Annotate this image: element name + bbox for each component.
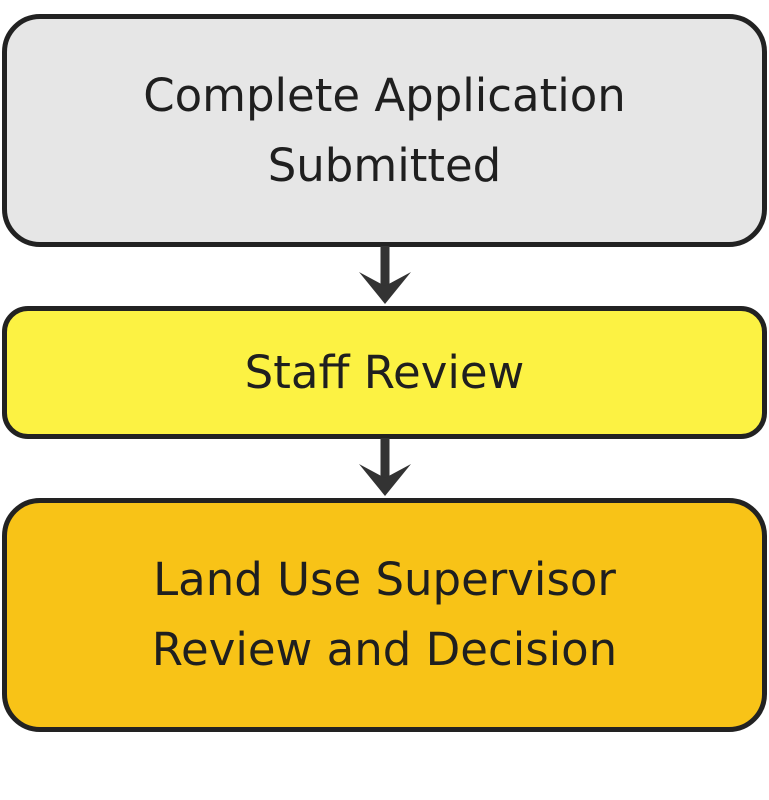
down-arrow-icon [359, 438, 411, 496]
down-arrow-icon [359, 246, 411, 304]
step-label: Staff Review [245, 338, 525, 408]
step-staff-review: Staff Review [2, 306, 767, 439]
step-complete-application-submitted: Complete Application Submitted [2, 14, 767, 247]
step-label-line: Complete Application [143, 68, 626, 122]
step-land-use-supervisor-review-and-decision: Land Use Supervisor Review and Decision [2, 498, 767, 732]
step-label-line: Land Use Supervisor [153, 553, 616, 606]
step-label-line: Staff Review [244, 345, 525, 399]
step-label-line: Submitted [267, 138, 502, 192]
step-label-line: Review and Decision [151, 623, 618, 676]
step-label: Land Use Supervisor Review and Decision [152, 545, 617, 685]
step-label: Complete Application Submitted [143, 61, 626, 201]
